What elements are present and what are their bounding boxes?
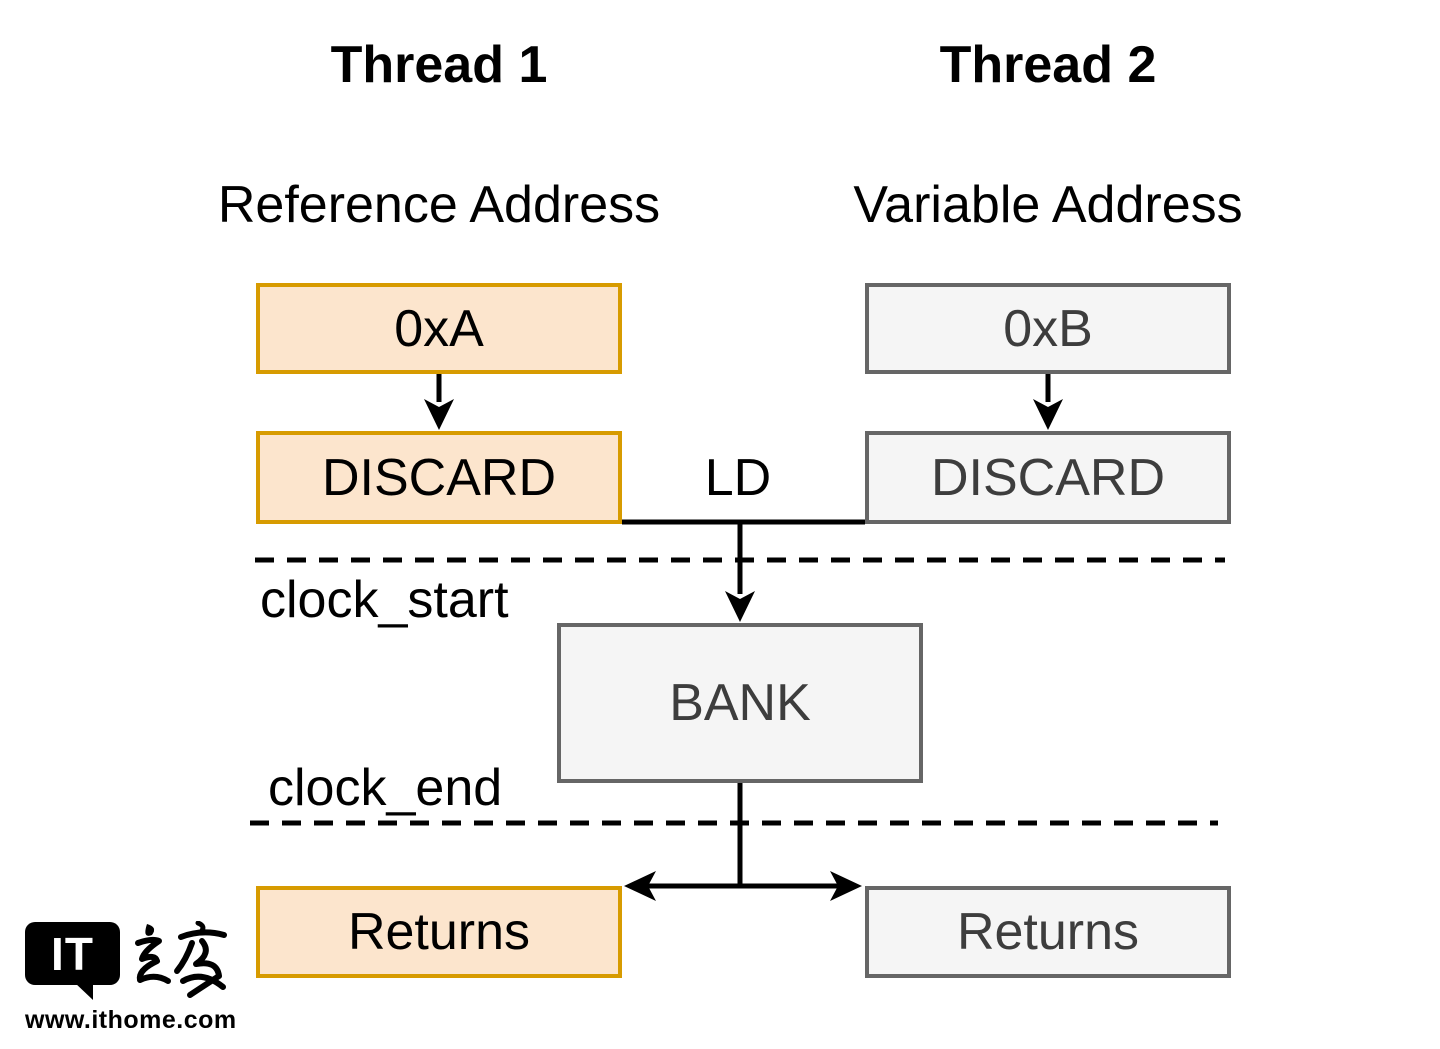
thread1-title: Thread 1	[330, 36, 548, 94]
thread1-returns-box: Returns	[256, 886, 622, 978]
thread1-address-box: 0xA	[256, 283, 622, 374]
ld-label: LD	[704, 449, 772, 507]
thread1-discard-box: DISCARD	[256, 431, 622, 524]
thread2-subtitle: Variable Address	[853, 176, 1243, 234]
returns-arrow-right-head	[830, 871, 862, 901]
ithome-url-text: www.ithome.com	[25, 1006, 237, 1034]
arrow-0xb-to-discard-head	[1033, 399, 1063, 430]
returns-arrow-left-head	[624, 871, 656, 901]
bank-box: BANK	[557, 623, 923, 783]
ithome-logo-bubble-tail-icon	[74, 982, 93, 1000]
clock-start-label: clock_start	[260, 571, 509, 629]
ithome-logo-bubble: IT	[25, 922, 120, 985]
thread2-returns-box: Returns	[865, 886, 1231, 978]
clock-end-label: clock_end	[268, 759, 503, 817]
thread2-title: Thread 2	[939, 36, 1157, 94]
arrow-ld-to-bank-head	[725, 591, 755, 622]
thread1-subtitle: Reference Address	[217, 176, 661, 234]
thread2-discard-box: DISCARD	[865, 431, 1231, 524]
ithome-logo-text: IT	[51, 927, 94, 980]
ithome-cjk-glyphs-icon	[135, 921, 227, 998]
arrow-0xa-to-discard-head	[424, 399, 454, 430]
thread2-address-box: 0xB	[865, 283, 1231, 374]
